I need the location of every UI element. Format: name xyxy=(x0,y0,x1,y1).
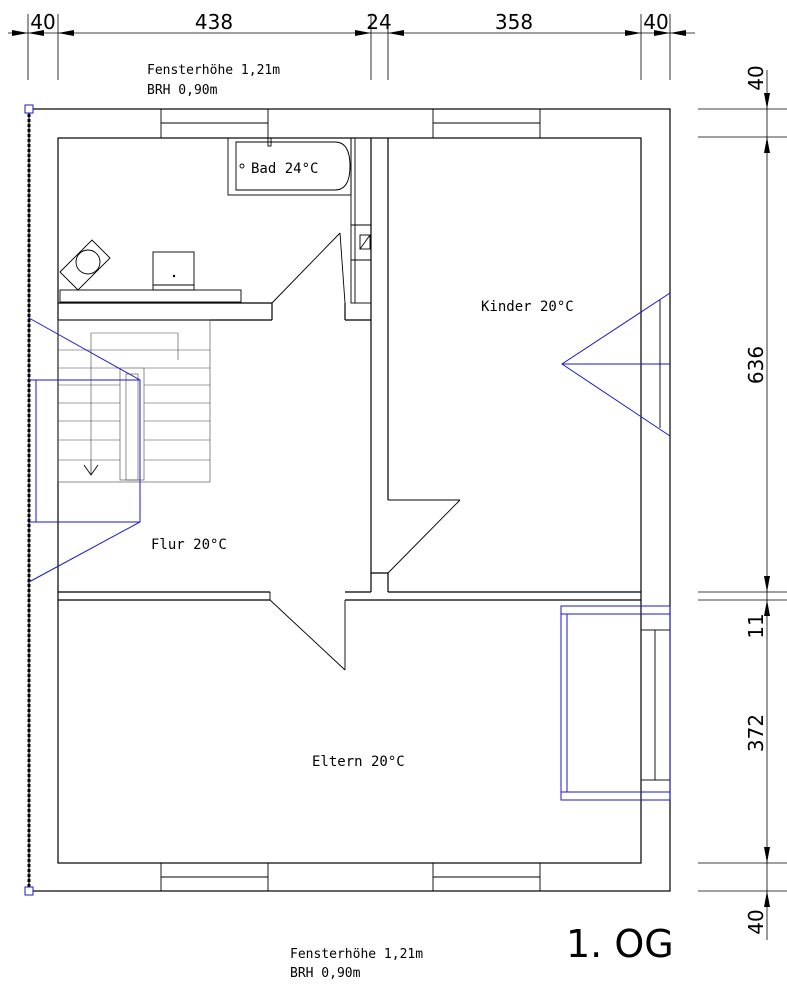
window-height-bottom: Fensterhöhe 1,21m xyxy=(290,947,423,962)
dim-right-3: 11 xyxy=(744,613,768,638)
room-label-flur: Flur 20°C xyxy=(151,537,227,553)
window-height-top: Fensterhöhe 1,21m xyxy=(147,63,280,78)
sill-height-bottom: BRH 0,90m xyxy=(290,966,361,981)
dim-top-1: 40 xyxy=(30,10,55,34)
room-label-kinder: Kinder 20°C xyxy=(481,299,574,315)
dim-top-2: 438 xyxy=(195,10,233,34)
dim-top-3: 24 xyxy=(366,10,391,34)
dim-right-2: 636 xyxy=(744,346,768,384)
sill-height-top: BRH 0,90m xyxy=(147,83,218,98)
floor-label: 1. OG xyxy=(566,922,674,966)
staircase xyxy=(57,319,211,483)
interior-walls xyxy=(58,138,641,671)
slope-lines xyxy=(28,292,671,801)
window-note-bottom: Fensterhöhe 1,21m BRH 0,90m xyxy=(290,947,423,981)
bathroom-fixtures xyxy=(59,137,372,304)
left-dashed-line xyxy=(24,104,34,896)
dim-right-5: 40 xyxy=(744,909,768,934)
exterior-walls xyxy=(28,108,671,892)
room-label-eltern: Eltern 20°C xyxy=(312,754,405,770)
dim-top-5: 40 xyxy=(643,10,668,34)
dim-top-4: 358 xyxy=(495,10,533,34)
top-dimension-chain: 40 438 24 358 40 xyxy=(8,10,695,80)
dim-right-4: 372 xyxy=(744,714,768,752)
dim-right-1: 40 xyxy=(744,65,768,90)
right-dimension-chain: 40 636 11 372 40 xyxy=(698,65,787,940)
room-label-bad: Bad 24°C xyxy=(251,161,318,177)
window-note-top: Fensterhöhe 1,21m BRH 0,90m xyxy=(147,63,280,98)
